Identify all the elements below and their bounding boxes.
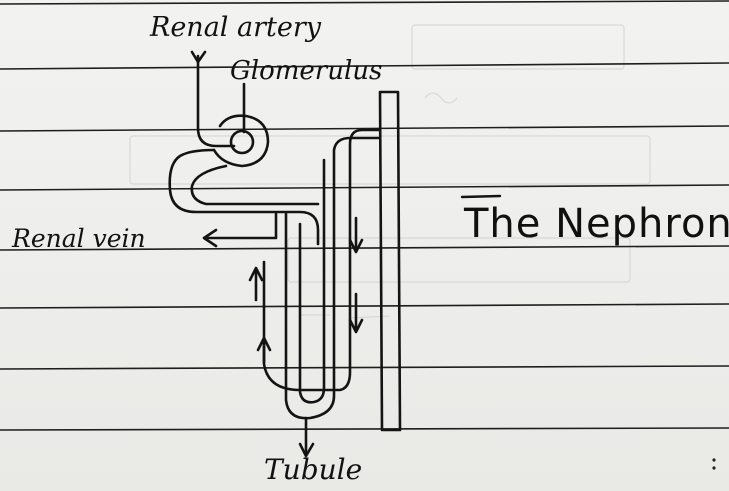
flow-arrow-down-1 <box>350 218 362 252</box>
efferent-vessel <box>192 166 318 204</box>
pen-dot <box>712 466 715 469</box>
pen-dot <box>712 458 715 461</box>
renal-vein-label: Renal vein <box>12 226 146 251</box>
peritubular-capillary <box>264 130 380 390</box>
tubule-outer-loop <box>170 150 318 244</box>
bowmans-capsule <box>214 116 268 166</box>
renal-vein-vessel <box>208 214 276 238</box>
renal-artery-label: Renal artery <box>150 14 321 41</box>
renal-artery-vessel <box>198 56 234 146</box>
collecting-duct <box>380 92 400 430</box>
tubule-label: Tubule <box>264 456 362 484</box>
flow-arrow-up-1 <box>250 268 262 300</box>
loop-of-henle-inner <box>300 160 324 402</box>
glomerulus-label: Glomerulus <box>230 58 382 84</box>
flow-arrow-down-2 <box>350 294 362 332</box>
glomerulus-knot <box>231 131 253 153</box>
flow-arrow-up-2 <box>258 338 270 362</box>
diagram-title: The Nephron <box>464 204 729 244</box>
title-underline <box>462 196 500 197</box>
